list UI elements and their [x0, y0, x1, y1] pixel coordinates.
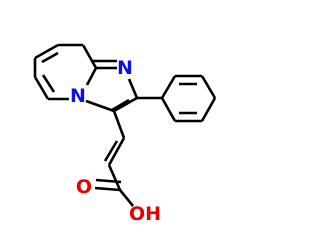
bond	[81, 44, 98, 69]
bond	[111, 98, 130, 112]
imidazole-ring	[85, 59, 139, 113]
bond	[200, 97, 217, 122]
nitrogen-label-imine: N	[117, 57, 133, 79]
molecule-structure: N N O OH	[33, 43, 217, 225]
bond	[127, 78, 139, 99]
bond	[103, 140, 119, 162]
bond	[41, 74, 56, 93]
bond	[95, 178, 122, 184]
oxygen-label-carbonyl: O	[76, 176, 92, 198]
phenyl-ring	[137, 74, 217, 123]
bond	[41, 51, 59, 64]
bond	[94, 186, 121, 192]
hydroxyl-label: OH	[129, 203, 161, 225]
bond	[107, 164, 122, 191]
bond	[112, 110, 126, 139]
bond	[113, 96, 138, 113]
bond	[107, 137, 126, 166]
acrylic-acid-chain	[94, 110, 135, 207]
bond	[200, 75, 217, 99]
nitrogen-label-bridgehead: N	[70, 85, 86, 107]
pyridine-ring	[33, 43, 98, 101]
bond	[34, 43, 59, 60]
bond	[85, 67, 98, 86]
bond	[160, 75, 177, 99]
bond	[160, 97, 177, 122]
bond	[85, 99, 115, 113]
bond	[33, 76, 50, 100]
bond	[118, 189, 135, 207]
